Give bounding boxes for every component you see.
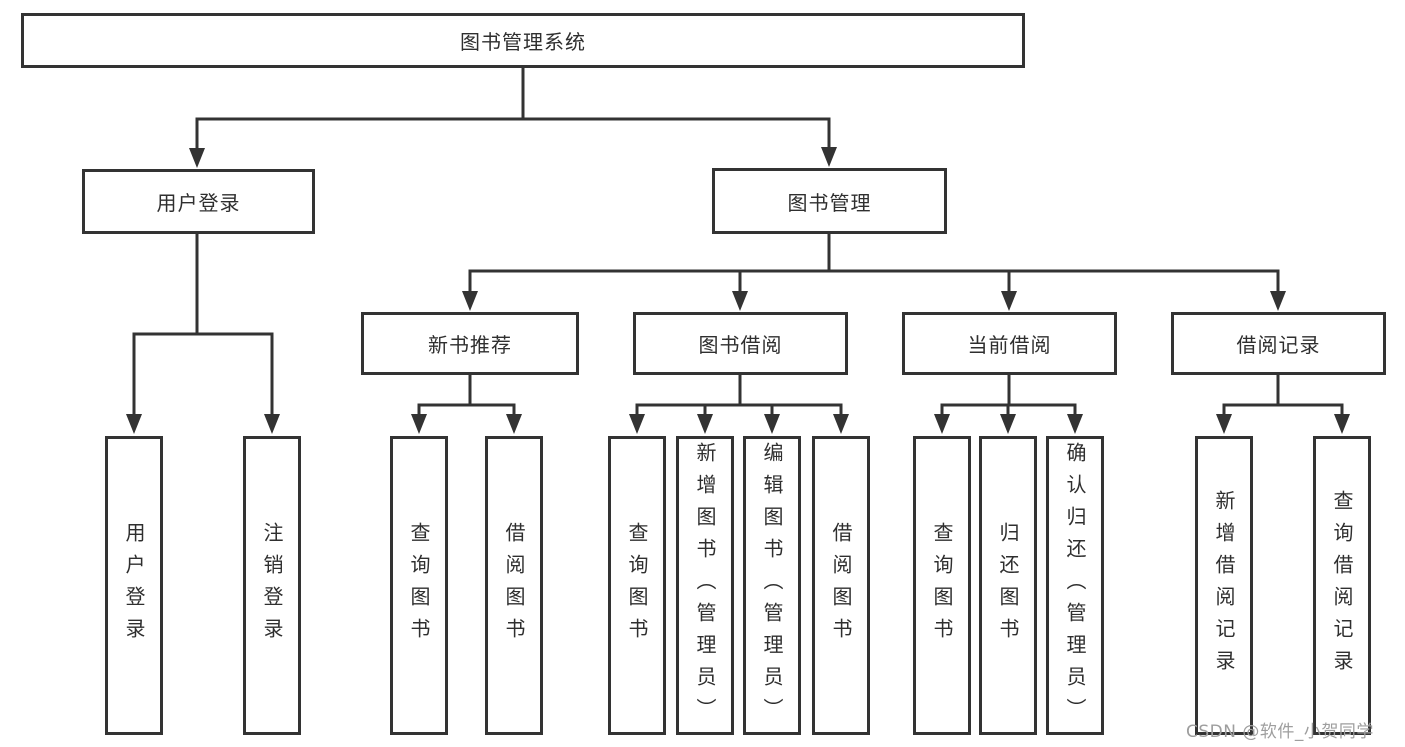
- leaf-br-add-record-label: 新增借阅记录: [1212, 489, 1236, 682]
- watermark: CSDN @软件_小贺同学: [1186, 722, 1374, 742]
- leaf-cb-confirm-return-label: 确认归还（管理员）: [1063, 441, 1087, 730]
- node-current-borrowing: 当前借阅: [902, 312, 1117, 375]
- leaf-logout: 注销登录: [243, 436, 301, 735]
- leaf-br-query-record: 查询借阅记录: [1313, 436, 1371, 735]
- leaf-nbr-query-book: 查询图书: [390, 436, 448, 735]
- node-book-borrowing-label: 图书借阅: [698, 333, 783, 357]
- node-book-management: 图书管理: [712, 168, 947, 234]
- leaf-user-login-label: 用户登录: [122, 521, 146, 650]
- leaf-bb-query-book-label: 查询图书: [625, 521, 649, 650]
- leaf-cb-confirm-return: 确认归还（管理员）: [1046, 436, 1104, 735]
- leaf-bb-borrow-book-label: 借阅图书: [829, 521, 853, 650]
- node-root-label: 图书管理系统: [460, 30, 586, 54]
- node-borrowing-records: 借阅记录: [1171, 312, 1386, 375]
- leaf-logout-label: 注销登录: [260, 521, 284, 650]
- connector-arrowheads: [126, 147, 1350, 434]
- node-new-book-recommend-label: 新书推荐: [428, 333, 512, 357]
- leaf-cb-return-book: 归还图书: [979, 436, 1037, 735]
- leaf-br-query-record-label: 查询借阅记录: [1330, 489, 1354, 682]
- leaf-bb-edit-book: 编辑图书（管理员）: [743, 436, 801, 735]
- leaf-nbr-query-book-label: 查询图书: [407, 521, 431, 650]
- node-borrowing-records-label: 借阅记录: [1236, 333, 1321, 357]
- connector-lines: [132, 68, 1344, 416]
- leaf-bb-add-book: 新增图书（管理员）: [676, 436, 734, 735]
- node-book-management-label: 图书管理: [787, 190, 872, 215]
- leaf-nbr-borrow-book-label: 借阅图书: [502, 521, 526, 650]
- node-new-book-recommend: 新书推荐: [361, 312, 579, 375]
- node-current-borrowing-label: 当前借阅: [967, 333, 1052, 357]
- leaf-bb-query-book: 查询图书: [608, 436, 666, 735]
- node-user-login-label: 用户登录: [156, 191, 241, 215]
- leaf-bb-add-book-label: 新增图书（管理员）: [693, 441, 717, 730]
- node-root: 图书管理系统: [21, 13, 1025, 68]
- leaf-bb-borrow-book: 借阅图书: [812, 436, 870, 735]
- leaf-cb-return-book-label: 归还图书: [996, 521, 1020, 650]
- leaf-cb-query-book: 查询图书: [913, 436, 971, 735]
- leaf-user-login: 用户登录: [105, 436, 163, 735]
- leaf-br-add-record: 新增借阅记录: [1195, 436, 1253, 735]
- leaf-nbr-borrow-book: 借阅图书: [485, 436, 543, 735]
- leaf-bb-edit-book-label: 编辑图书（管理员）: [760, 441, 784, 730]
- leaf-cb-query-book-label: 查询图书: [930, 521, 954, 650]
- node-book-borrowing: 图书借阅: [633, 312, 848, 375]
- node-user-login: 用户登录: [82, 169, 315, 234]
